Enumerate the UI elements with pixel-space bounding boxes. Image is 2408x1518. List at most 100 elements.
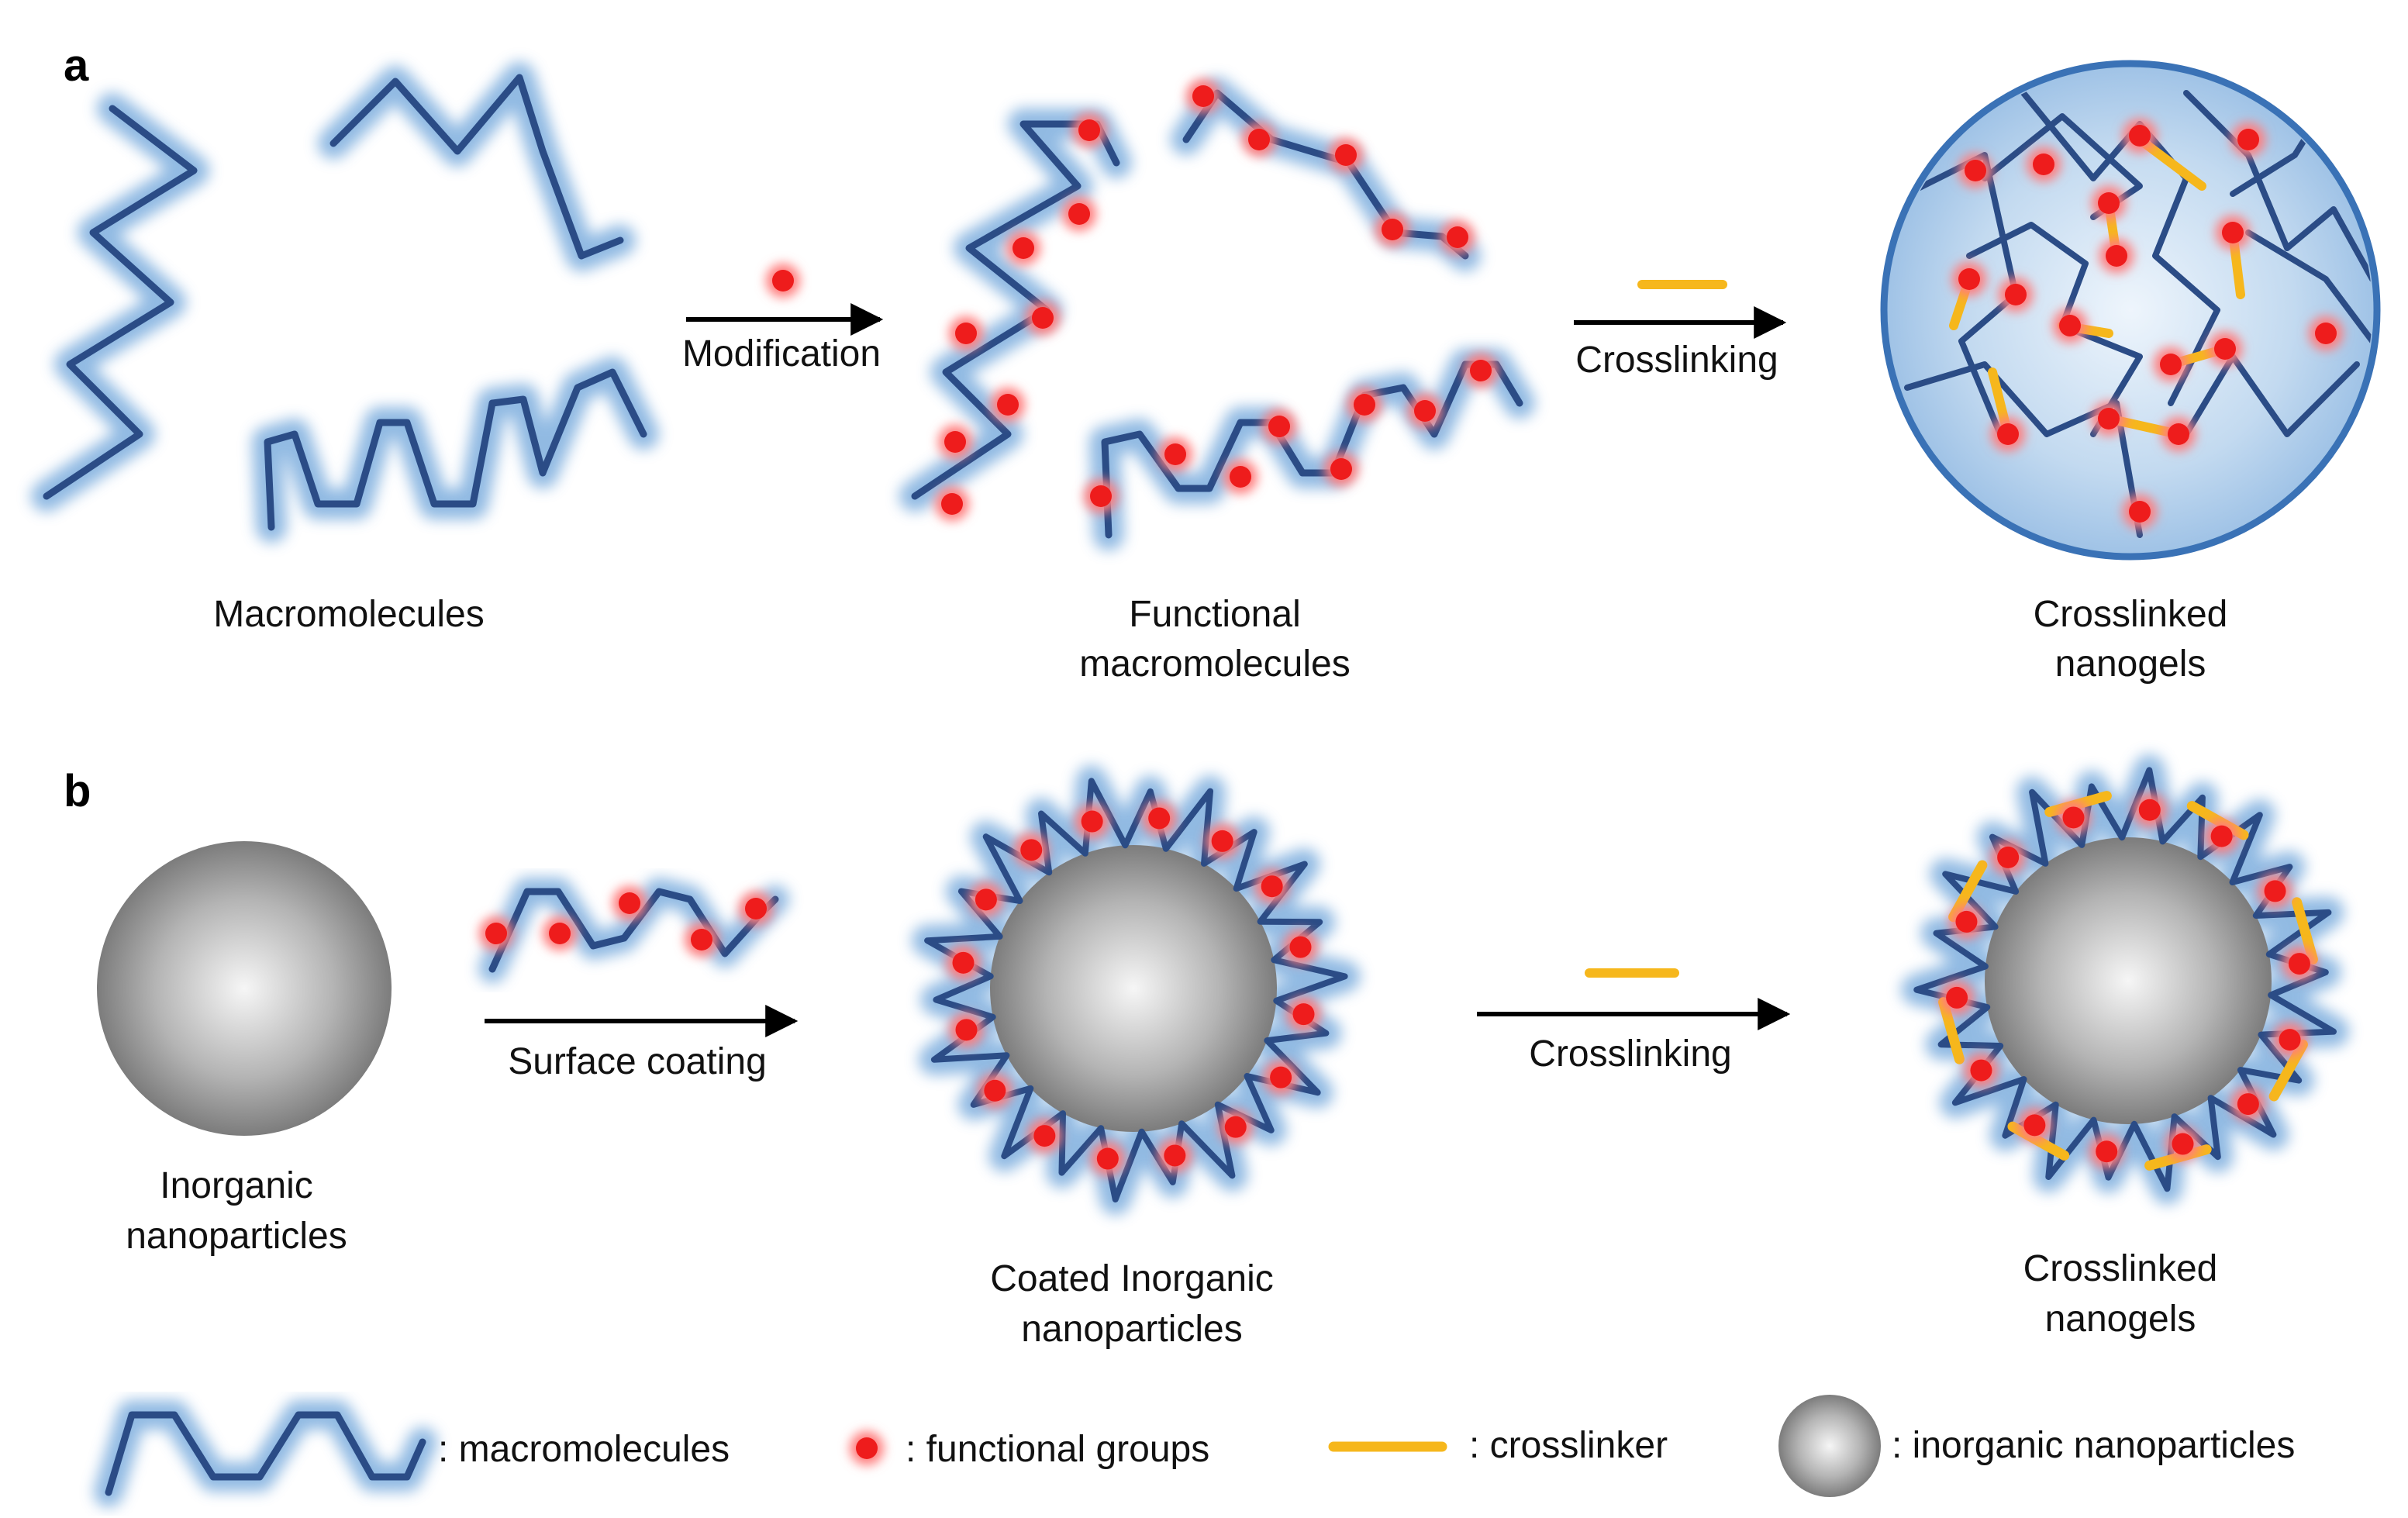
functional-group: [1289, 936, 1312, 958]
label-macromolecules: Macromolecules: [213, 594, 484, 635]
label-surface-coating: Surface coating: [508, 1041, 767, 1082]
crosslinker-segment: [1938, 997, 1965, 1064]
functional-group: [1081, 810, 1103, 833]
surface-coating-arrow: Surface coating: [478, 878, 799, 1082]
functional-group: [1335, 144, 1357, 166]
functional-group: [549, 923, 571, 944]
functional-group: [1032, 307, 1054, 329]
functional-group: [2033, 154, 2054, 175]
crosslinked-nanogel-b: [1901, 754, 2349, 1205]
macromolecule-chains-a: [31, 62, 659, 543]
label-crosslinked-b-line1: Crosslinked: [2023, 1248, 2218, 1289]
functional-group: [1164, 1144, 1186, 1167]
functional-group: [2160, 354, 2182, 375]
functional-group: [1268, 416, 1290, 437]
legend-nanoparticle-icon: [1778, 1395, 1881, 1497]
functional-group: [1230, 466, 1251, 488]
functional-group: [2129, 501, 2151, 523]
functional-group: [975, 888, 997, 911]
functional-group: [1470, 360, 1492, 381]
functional-group: [2315, 323, 2337, 344]
functional-group: [2098, 408, 2120, 430]
functional-group: [1958, 268, 1980, 290]
functional-group: [1078, 119, 1100, 141]
functional-group: [1192, 85, 1214, 107]
functional-group: [691, 929, 712, 950]
label-coated-line2: nanoparticles: [1021, 1309, 1243, 1350]
functional-group: [1447, 226, 1468, 248]
functional-group: [745, 898, 767, 919]
functional-group: [2172, 1133, 2194, 1155]
legend-crosslinker: : crosslinker: [1469, 1425, 1668, 1466]
panel-b-letter: b: [64, 766, 91, 816]
functional-group: [2023, 1114, 2046, 1137]
functional-group: [2106, 245, 2127, 267]
label-coated-line1: Coated Inorganic: [990, 1258, 1274, 1299]
functional-group: [1261, 875, 1283, 898]
functional-group: [2210, 825, 2233, 847]
functional-group: [1068, 203, 1090, 225]
functional-group: [2059, 315, 2081, 336]
label-functional-line2: macromolecules: [1079, 643, 1350, 685]
functional-group: [2237, 129, 2259, 150]
functional-group: [619, 892, 640, 914]
inorganic-nanoparticle: [97, 841, 392, 1136]
functional-group: [944, 431, 966, 453]
functional-group: [1033, 1125, 1056, 1147]
functional-group: [941, 493, 963, 515]
legend-macromolecules: : macromolecules: [438, 1429, 730, 1470]
functional-group: [1164, 443, 1186, 465]
label-modification: Modification: [682, 333, 881, 374]
panel-a-letter: a: [64, 40, 89, 91]
functional-group: [1148, 807, 1171, 830]
legend-macromolecule-icon: [94, 1400, 437, 1507]
functional-group: [1224, 1116, 1247, 1138]
label-crosslinking-a: Crosslinking: [1575, 340, 1778, 381]
crosslinking-arrow-a: Crosslinking: [1574, 276, 1787, 381]
functional-group-dots-nanogel-a: [1952, 119, 2343, 529]
label-crosslinking-b: Crosslinking: [1529, 1033, 1731, 1075]
functional-group: [2168, 423, 2189, 445]
functional-macromolecules: [899, 78, 1535, 550]
chain-layer: [43, 74, 647, 531]
functional-group: [2062, 806, 2085, 829]
functional-group: [1997, 423, 2019, 445]
coated-nanoparticle: [912, 765, 1361, 1215]
functional-group: [2005, 284, 2027, 305]
functional-group: [2138, 799, 2161, 821]
functional-group: [1090, 485, 1112, 507]
functional-group: [1946, 986, 1968, 1009]
functional-group: [1382, 219, 1403, 240]
modification-arrow: Modification: [682, 264, 884, 374]
crosslinker-segment: [2292, 897, 2318, 964]
functional-group-dots-a: [935, 79, 1498, 521]
functional-group: [1955, 910, 1978, 933]
functional-group: [955, 1019, 978, 1041]
functional-group: [485, 923, 507, 944]
functional-group: [1292, 1003, 1315, 1026]
functional-group: [2096, 1140, 2118, 1163]
functional-group-dots-coated: [946, 801, 1321, 1176]
functional-group: [1354, 394, 1375, 416]
crosslinking-arrow-b: Crosslinking: [1477, 964, 1791, 1075]
functional-group-dots-nanogel-b: [1940, 792, 2317, 1169]
functional-group: [1020, 839, 1043, 861]
functional-group: [1965, 160, 1986, 181]
glow-layer: [31, 62, 659, 543]
functional-group: [2288, 953, 2310, 975]
functional-group: [1211, 830, 1233, 852]
functional-group: [2222, 222, 2244, 243]
label-crosslinked-a-line1: Crosslinked: [2034, 594, 2228, 635]
functional-group: [1096, 1147, 1119, 1170]
functional-group: [952, 951, 975, 974]
functional-group: [2264, 880, 2286, 902]
functional-group: [2098, 192, 2120, 214]
functional-group: [2129, 125, 2151, 147]
functional-group-dot: [772, 270, 794, 292]
legend: : macromolecules : functional groups : c…: [94, 1395, 2295, 1507]
functional-group: [1414, 400, 1436, 422]
label-crosslinked-a-line2: nanogels: [2055, 643, 2206, 685]
functional-group: [1270, 1066, 1292, 1088]
functional-group: [2237, 1093, 2259, 1116]
